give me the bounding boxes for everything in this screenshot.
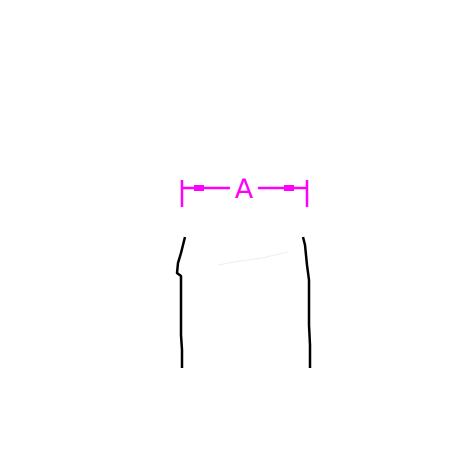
dimension-label: A [235,174,254,205]
dimension-annotation: A [180,174,309,207]
part-outline [175,236,312,368]
dimension-arrow-right [284,185,294,191]
dimension-arrow-left [194,185,204,191]
interior-faint-mark [217,251,289,266]
part-right-edge [301,236,312,368]
part-left-edge [175,236,187,368]
